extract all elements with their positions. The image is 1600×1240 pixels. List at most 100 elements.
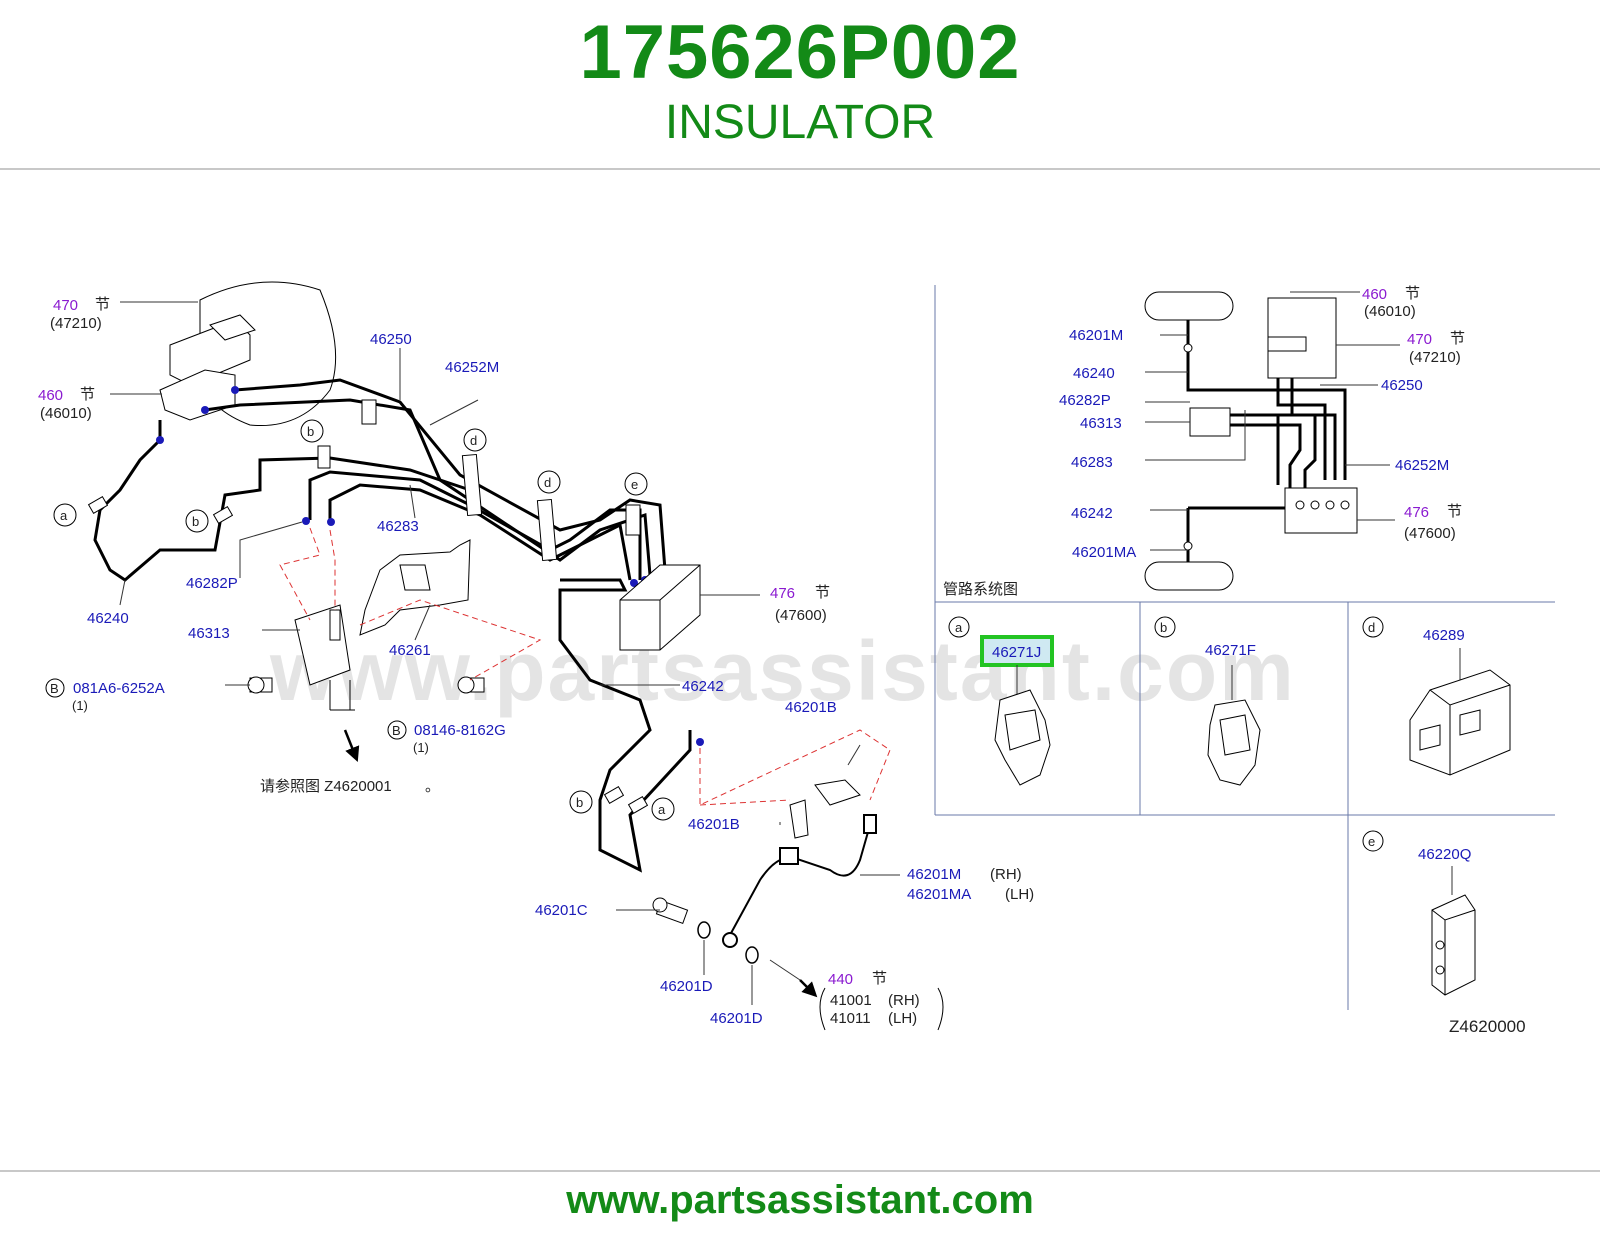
- washers-46201D: [697, 921, 759, 964]
- bolt-081A6: [247, 676, 273, 694]
- callout-letter-text: a b b d d e b a: [60, 424, 666, 817]
- bolt-46201C: [652, 897, 689, 925]
- svg-text:46313: 46313: [1080, 415, 1122, 432]
- svg-text:(46010): (46010): [1364, 303, 1416, 320]
- diagram-svg: www.partsassistant.com: [38, 281, 1555, 1036]
- svg-text:(1): (1): [72, 698, 88, 713]
- svg-text:b: b: [307, 424, 314, 439]
- label-46252M: 46252M: [445, 359, 499, 376]
- svg-text:d: d: [544, 475, 551, 490]
- svg-text:b: b: [192, 514, 199, 529]
- label-46201D-b: 46201D: [710, 1010, 763, 1027]
- svg-text:a: a: [955, 620, 963, 635]
- svg-text:(47210): (47210): [1409, 349, 1461, 366]
- bracket-46313: [294, 604, 351, 686]
- detail-a-part: 46271J: [992, 644, 1041, 661]
- svg-text:46282P: 46282P: [1059, 392, 1111, 409]
- detail-b-part: 46271F: [1205, 642, 1256, 659]
- label-46283: 46283: [377, 518, 419, 535]
- svg-text:476: 476: [1404, 504, 1429, 521]
- svg-text:(LH): (LH): [888, 1010, 917, 1027]
- svg-text:470: 470: [53, 297, 78, 314]
- svg-text:节: 节: [1447, 503, 1462, 520]
- label-46240: 46240: [87, 610, 129, 627]
- svg-text:e: e: [1368, 834, 1375, 849]
- svg-text:。: 。: [425, 778, 440, 795]
- svg-text:B: B: [50, 681, 59, 696]
- footer-divider: [0, 1170, 1600, 1172]
- svg-text:(47210): (47210): [50, 315, 102, 332]
- watermark-text: www.partsassistant.com: [269, 624, 1296, 718]
- bracket-46261: [359, 539, 471, 636]
- bolt-ref-08146: B 08146-8162G (1): [387, 720, 506, 755]
- detail-b: b 46271F: [1154, 616, 1261, 786]
- svg-text:440: 440: [828, 971, 853, 988]
- svg-text:a: a: [658, 802, 666, 817]
- ref-470-main: 470 节 (47210): [50, 296, 110, 332]
- label-46201D-a: 46201D: [660, 978, 713, 995]
- bolt-08146: [457, 676, 485, 694]
- svg-text:(RH): (RH): [888, 992, 920, 1009]
- label-46201MA-side: (LH): [1005, 886, 1034, 903]
- brake-hose-46201M: [722, 814, 877, 948]
- callout-letters: [53, 419, 675, 821]
- label-46250: 46250: [370, 331, 412, 348]
- figure-code: Z4620000: [1449, 1017, 1526, 1036]
- label-46201C: 46201C: [535, 902, 588, 919]
- schematic-title: 管路系统图: [943, 581, 1018, 598]
- svg-text:(1): (1): [413, 740, 429, 755]
- label-46201B-top: 46201B: [785, 699, 837, 716]
- svg-text:081A6-6252A: 081A6-6252A: [73, 680, 165, 697]
- svg-text:46252M: 46252M: [1395, 457, 1449, 474]
- bolt-ref-081A6: B 081A6-6252A (1): [45, 678, 165, 713]
- svg-text:46242: 46242: [1071, 505, 1113, 522]
- part-number-title: 175626P002: [579, 10, 1021, 95]
- footer-url[interactable]: www.partsassistant.com: [566, 1178, 1034, 1222]
- schematic-pipes: [1186, 318, 1347, 570]
- svg-text:46250: 46250: [1381, 377, 1423, 394]
- schematic-ref-470: 470 节 (47210): [1407, 330, 1465, 366]
- svg-text:e: e: [631, 477, 638, 492]
- svg-text:46201M: 46201M: [1069, 327, 1123, 344]
- svg-text:460: 460: [1362, 286, 1387, 303]
- svg-text:请参照图 Z4620001: 请参照图 Z4620001: [260, 778, 392, 795]
- detail-d: d 46289: [1362, 616, 1511, 776]
- pipe-clips: [87, 399, 649, 815]
- part-name-subtitle: INSULATOR: [664, 96, 936, 149]
- svg-text:d: d: [1368, 620, 1375, 635]
- svg-text:(46010): (46010): [40, 405, 92, 422]
- svg-text:41001: 41001: [830, 992, 872, 1009]
- svg-text:节: 节: [80, 386, 95, 403]
- svg-text:节: 节: [1450, 330, 1465, 347]
- svg-text:46283: 46283: [1071, 454, 1113, 471]
- svg-text:470: 470: [1407, 331, 1432, 348]
- svg-text:46201MA: 46201MA: [1072, 544, 1136, 561]
- label-46313: 46313: [188, 625, 230, 642]
- schematic-ref-476: 476 节 (47600): [1404, 503, 1462, 542]
- parts-diagram: www.partsassistant.com: [0, 260, 1600, 1080]
- svg-text:b: b: [576, 795, 583, 810]
- see-reference-note: 请参照图 Z4620001 。: [260, 778, 440, 795]
- svg-text:B: B: [392, 723, 401, 738]
- label-46282P: 46282P: [186, 575, 238, 592]
- svg-text:节: 节: [95, 296, 110, 313]
- label-46201MA: 46201MA: [907, 886, 971, 903]
- detail-e-part: 46220Q: [1418, 846, 1471, 863]
- svg-text:b: b: [1160, 620, 1167, 635]
- label-46261: 46261: [389, 642, 431, 659]
- svg-text:节: 节: [1405, 285, 1420, 302]
- svg-text:(47600): (47600): [1404, 525, 1456, 542]
- detail-e: e 46220Q: [1362, 830, 1476, 996]
- hose-clips-46201B: [789, 779, 861, 839]
- svg-text:460: 460: [38, 387, 63, 404]
- svg-text:节: 节: [815, 584, 830, 601]
- label-46242: 46242: [682, 678, 724, 695]
- detail-d-part: 46289: [1423, 627, 1465, 644]
- schematic-ref-460: 460 节 (46010): [1362, 285, 1420, 320]
- svg-text:节: 节: [872, 970, 887, 987]
- page-header: 175626P002 INSULATOR: [0, 0, 1600, 170]
- svg-text:(47600): (47600): [775, 607, 827, 624]
- svg-text:d: d: [470, 433, 477, 448]
- svg-text:08146-8162G: 08146-8162G: [414, 722, 506, 739]
- abs-actuator: [619, 564, 701, 651]
